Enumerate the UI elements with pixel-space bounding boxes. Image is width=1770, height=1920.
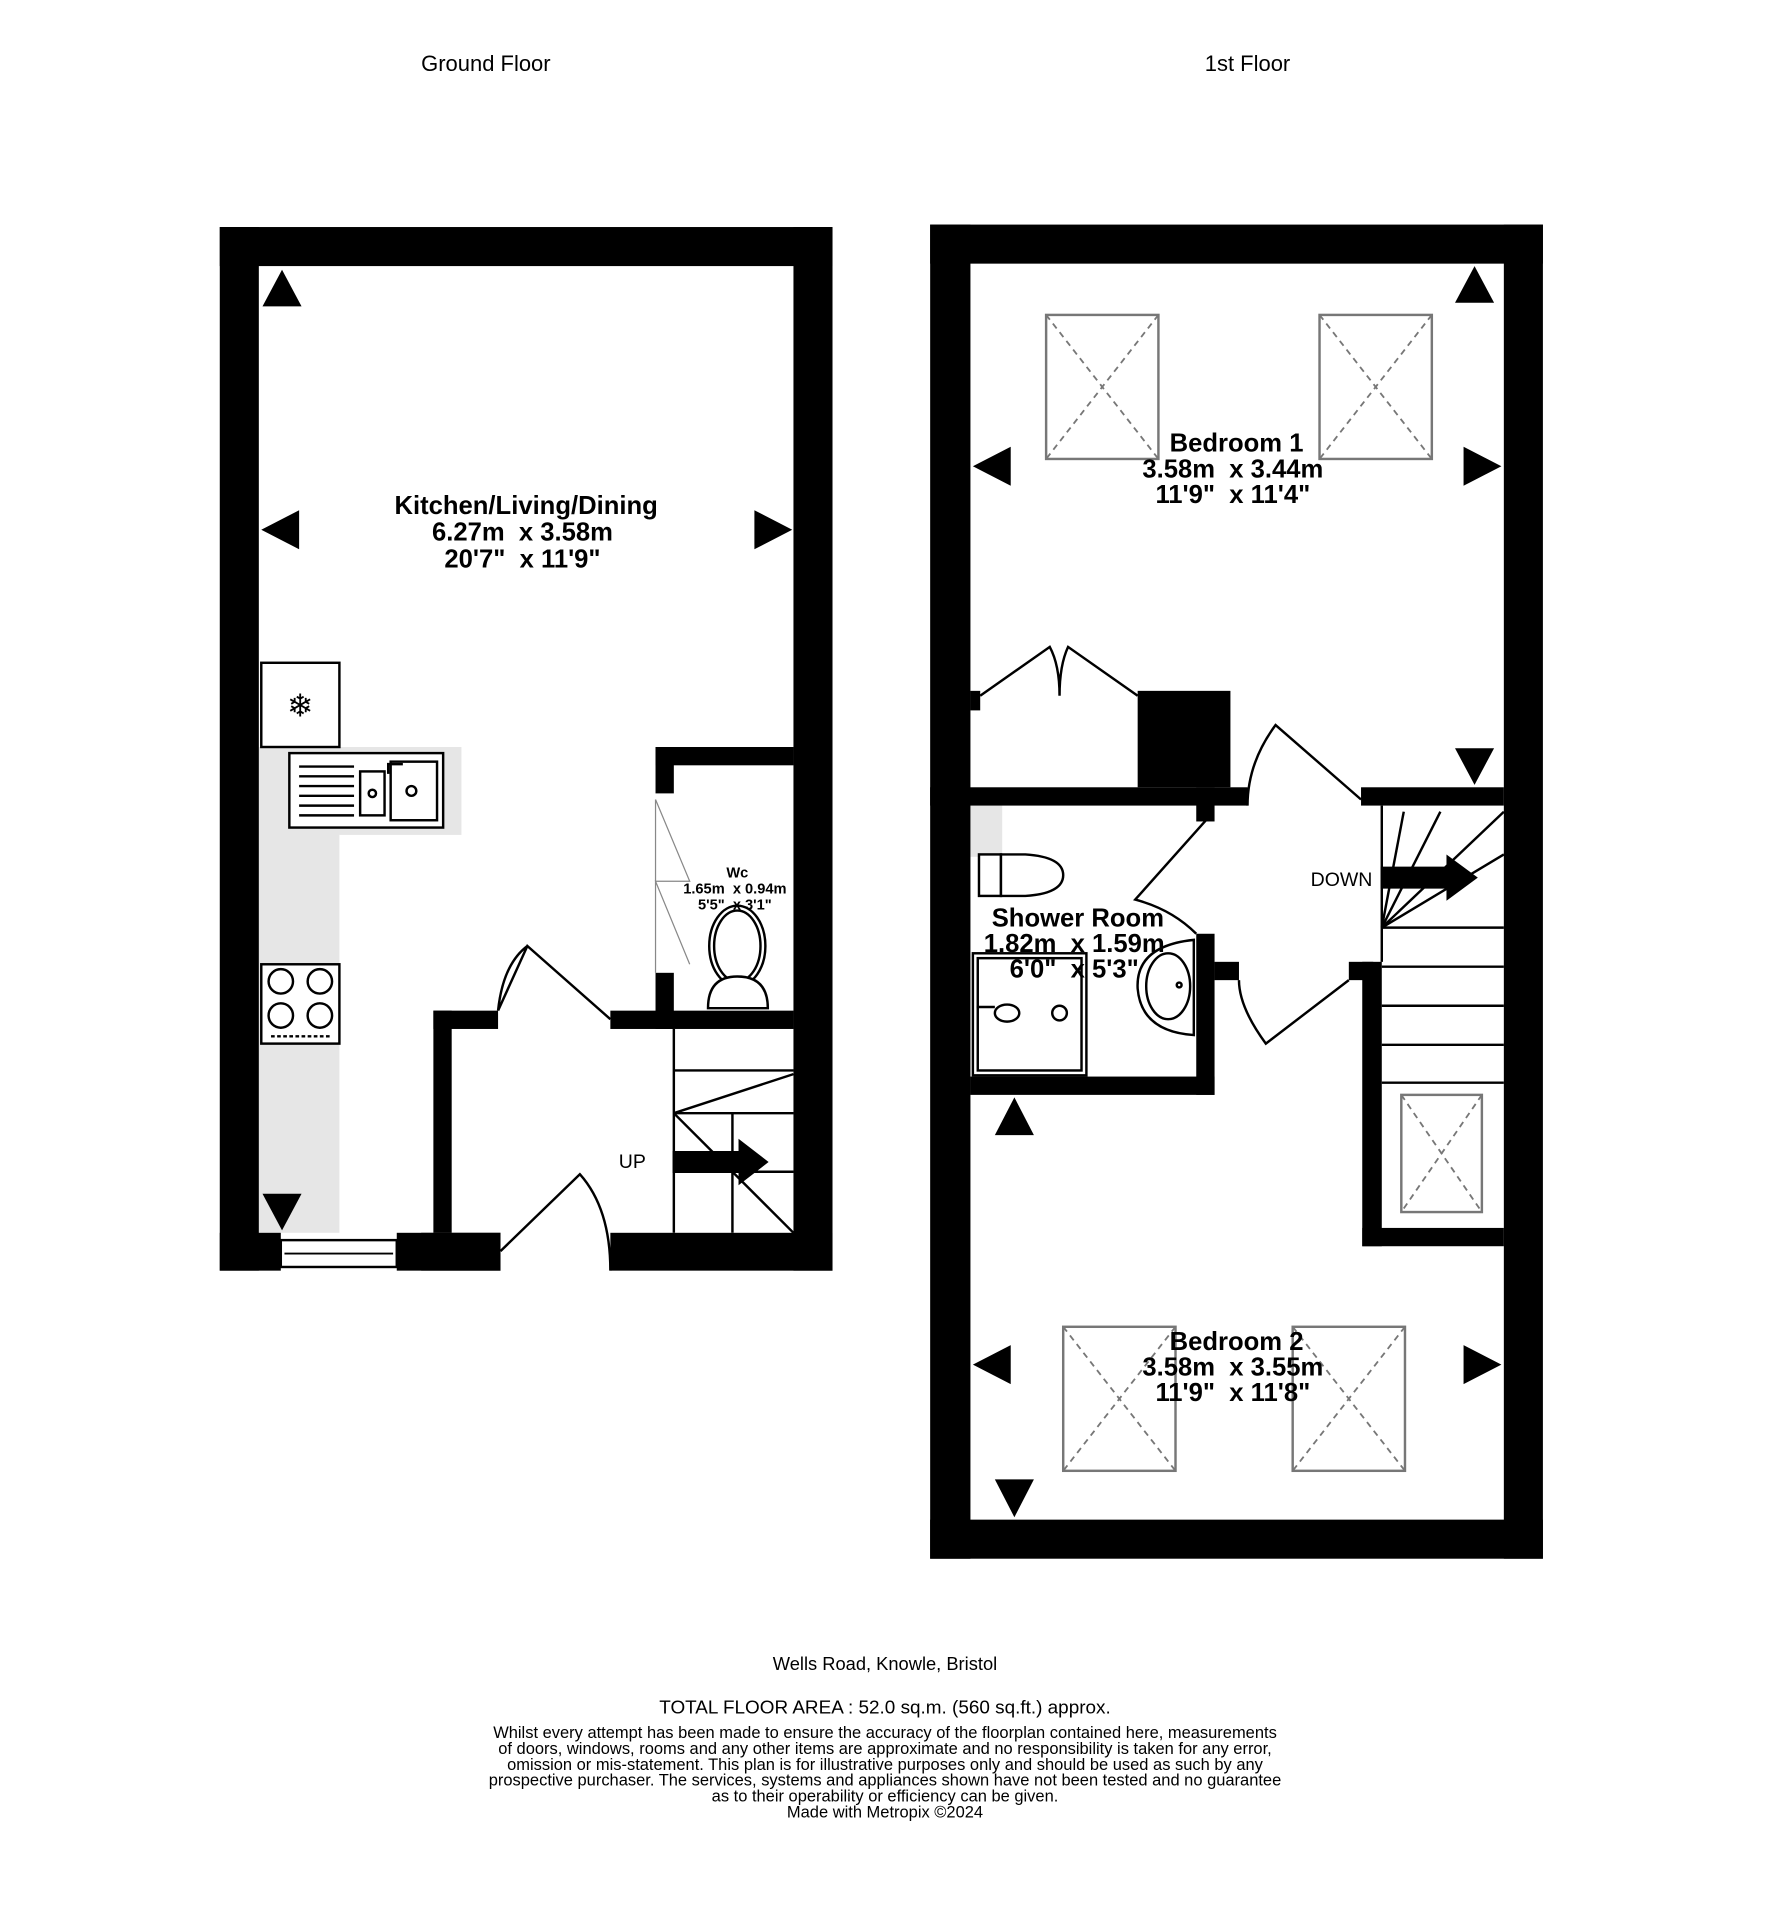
wall [930,1519,1543,1559]
wall [219,1232,281,1271]
landing-doors [1237,723,1362,1046]
wall [1362,1227,1504,1247]
front-door [499,1172,612,1271]
wall [1503,224,1543,1559]
stairs-up [672,1028,795,1234]
wall [1361,787,1504,806]
dimension-arrow-up [262,269,302,307]
wall [1348,961,1374,981]
disclaimer-line: Whilst every attempt has been made to en… [493,1724,1277,1742]
room-imperial: 5'5" x 3'1" [698,897,772,913]
wall [655,747,794,766]
dimension-arrow-left [261,510,300,550]
address: Wells Road, Knowle, Bristol [773,1653,997,1674]
shading [970,805,1003,857]
wall [610,1010,794,1029]
wall [970,690,981,711]
wash-basin [1136,938,1196,1037]
room-name: Bedroom 2 [1170,1328,1304,1356]
disclaimer-line: as to their operability or efficiency ca… [712,1788,1059,1806]
dimension-arrow-down [262,1193,302,1231]
snowflake-icon: ❄ [287,687,314,723]
toilet [706,904,770,1010]
skylight [1400,1093,1484,1214]
room-imperial: 6'0" x 5'3" [1010,956,1139,984]
ground-floor-title: Ground Floor [421,51,550,76]
wall [433,1010,452,1233]
wall [1362,961,1382,1247]
wall [655,747,674,794]
wall [930,224,1543,264]
room-name: Wc [726,866,748,882]
door [496,943,612,1021]
toilet [977,853,1065,898]
wc-door [654,799,691,973]
shower-room-door [1132,819,1207,935]
disclaimer-line: of doors, windows, rooms and any other i… [498,1740,1272,1758]
dimension-arrow-up [1455,266,1495,303]
wall [930,787,1248,806]
room-name: Bedroom 1 [1170,430,1304,458]
wall [930,224,971,1559]
wall [970,1076,1215,1095]
disclaimer-line: prospective purchaser. The services, sys… [489,1772,1282,1790]
room-metric: 6.27m x 3.58m [432,519,613,547]
dimension-arrow-down [994,1479,1034,1518]
dimension-arrow-up [994,1097,1034,1136]
hob [260,963,341,1045]
total-floor-area: TOTAL FLOOR AREA : 52.0 sq.m. (560 sq.ft… [659,1698,1110,1719]
wall [421,1232,501,1271]
wall [610,1232,833,1271]
room-imperial: 20'7" x 11'9" [444,546,600,574]
wall [1214,961,1239,981]
skylight [1291,1325,1407,1473]
wall [1196,933,1215,1095]
wall [793,227,833,1271]
dimension-arrow-down [1455,748,1495,785]
room-imperial: 11'9" x 11'4" [1155,481,1310,509]
sink [288,751,445,829]
room-name: Shower Room [992,904,1164,932]
dimension-arrow-left [972,1345,1011,1385]
room-imperial: 11'9" x 11'8" [1155,1379,1310,1407]
fridge-freezer: ❄ [260,661,341,749]
disclaimer-line: omission or mis-statement. This plan is … [507,1756,1264,1774]
room-name: Kitchen/Living/Dining [394,492,657,520]
wall [219,227,833,267]
shower-tray [971,952,1088,1077]
wardrobe-doors [979,645,1139,697]
dimension-arrow-left [972,446,1011,486]
credit: Made with Metropix ©2024 [787,1803,983,1821]
chimney-breast [1137,690,1231,788]
skylight [1318,313,1434,461]
room-metric: 1.65m x 0.94m [683,881,786,897]
room-metric: 3.58m x 3.44m [1142,455,1323,483]
wall [219,227,259,1271]
window [279,1238,398,1269]
first-floor-title: 1st Floor [1205,51,1290,76]
dimension-arrow-right [1463,446,1502,486]
room-metric: 1.82m x 1.59m [984,930,1165,958]
stairs-up-label: UP [619,1151,646,1173]
dimension-arrow-right [754,510,793,550]
room-metric: 3.58m x 3.55m [1142,1354,1323,1382]
skylight [1061,1325,1177,1473]
stairs-down-label: DOWN [1311,869,1373,891]
wall [433,1010,499,1029]
skylight [1044,313,1160,461]
wall [1196,787,1215,822]
dimension-arrow-right [1463,1345,1502,1385]
ground-floor-plan: UP ❄ [219,227,833,1271]
first-floor-plan: DOWN Bedroo [930,224,1543,1559]
stairs-down [1380,805,1505,1084]
